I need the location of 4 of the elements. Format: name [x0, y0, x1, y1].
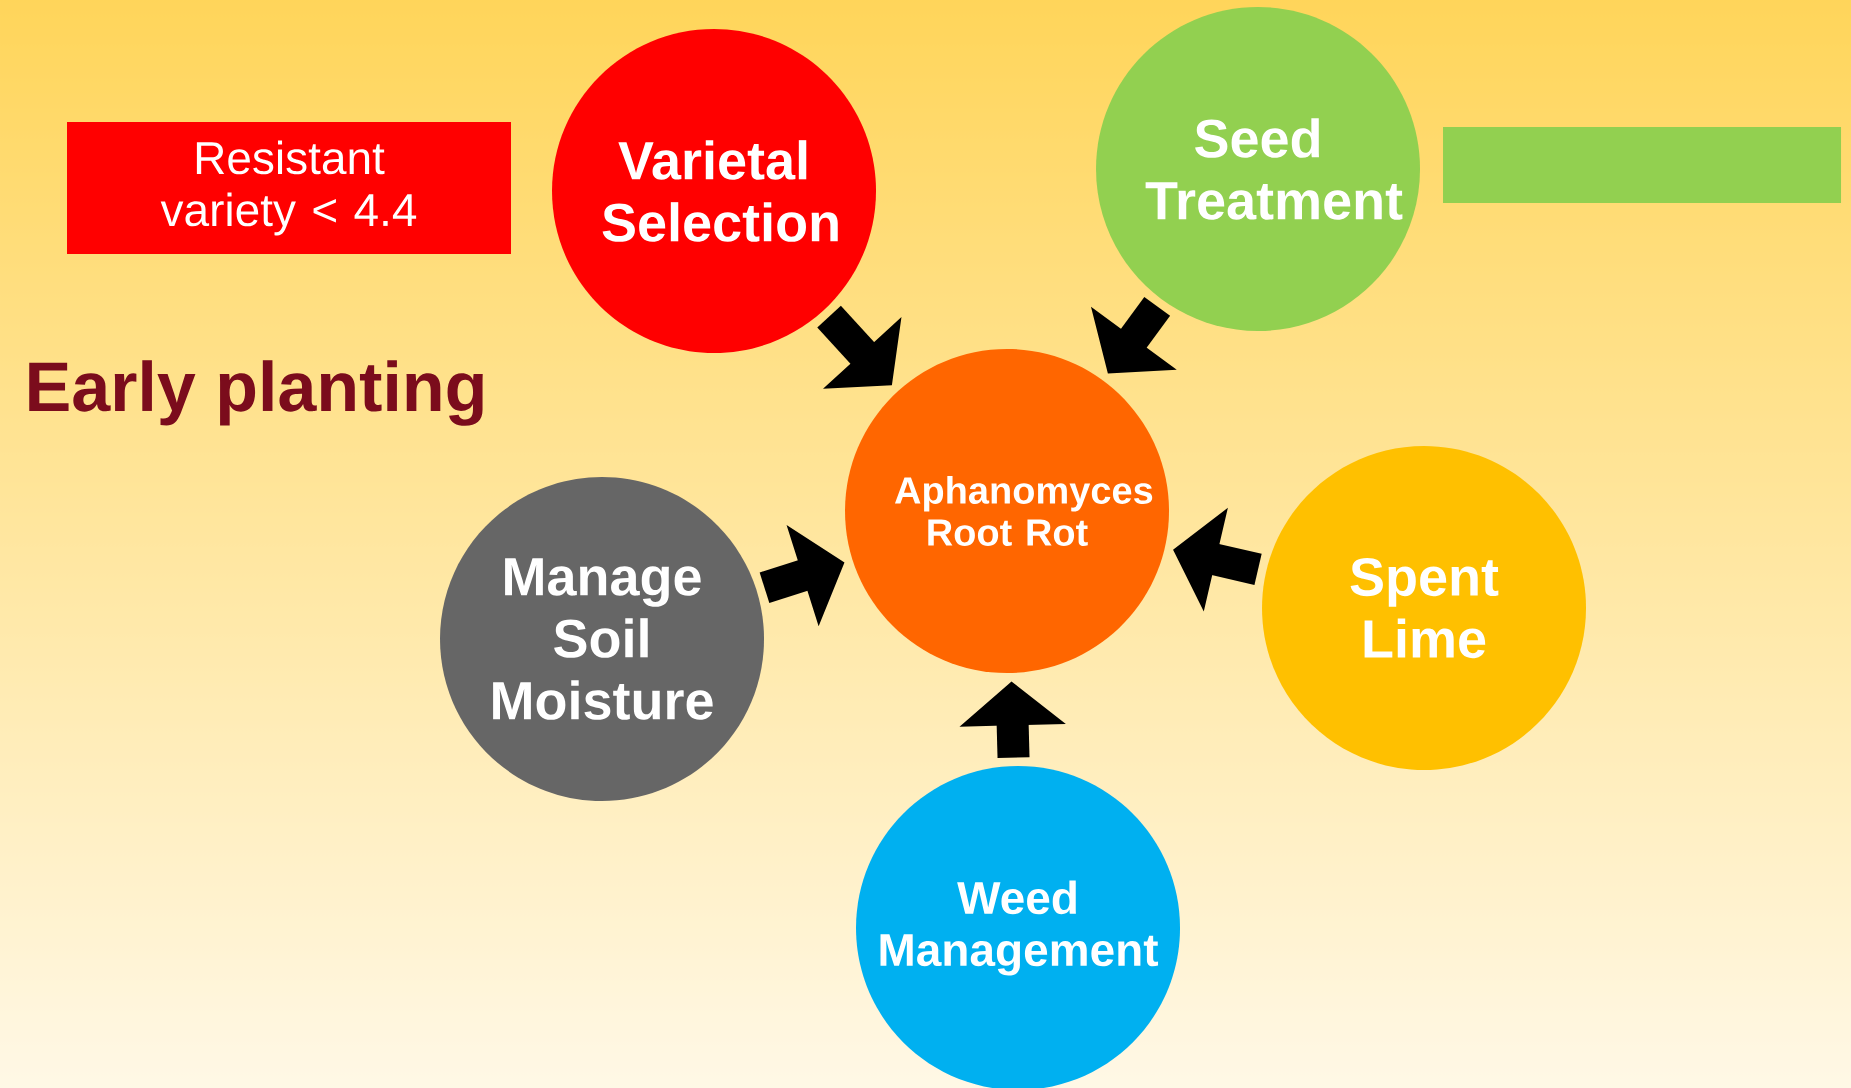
text-box: Resistant variety < 4.4	[67, 122, 511, 254]
block-arrow	[817, 305, 902, 389]
heading: Early planting	[29, 360, 483, 426]
box	[1443, 127, 1841, 203]
